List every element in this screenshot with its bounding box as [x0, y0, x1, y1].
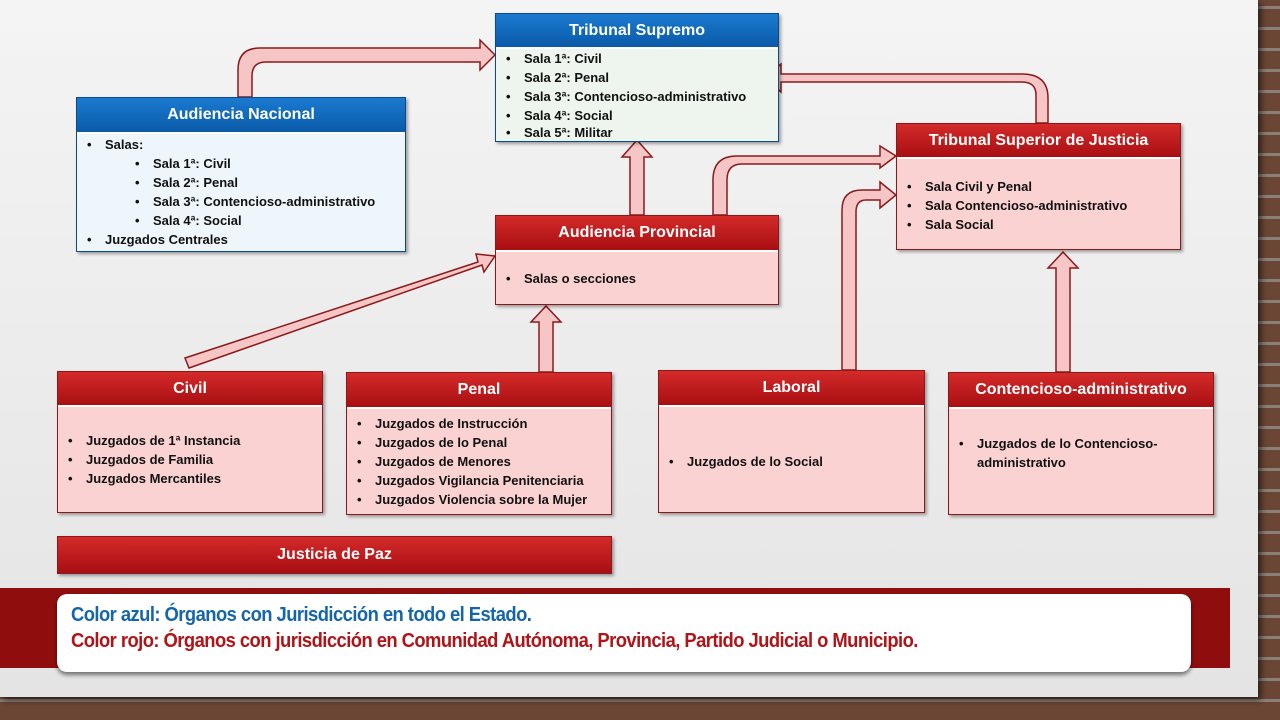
box-title: Contencioso-administrativo — [949, 373, 1213, 409]
list-item: Sala 4ª: Social — [77, 211, 405, 230]
list-item: Juzgados de Menores — [347, 452, 611, 471]
legend: Color azul: Órganos con Jurisdicción en … — [57, 594, 1191, 672]
penal-box: Penal Juzgados de Instrucción Juzgados d… — [346, 372, 612, 515]
box-title: Audiencia Provincial — [496, 216, 778, 252]
list-item: Sala 3ª: Contencioso-administrativo — [496, 87, 778, 106]
arrow-penal-to-ap — [529, 304, 563, 373]
arrow-contencioso-to-tsj — [1046, 250, 1080, 373]
list-item: Sala 4ª: Social — [496, 106, 778, 125]
list-item: Sala 5ª: Militar — [496, 125, 778, 137]
contencioso-box: Contencioso-administrativo Juzgados de l… — [948, 372, 1214, 515]
arrow-civil-to-ap — [184, 253, 497, 369]
audiencia-provincial-box: Audiencia Provincial Salas o secciones — [495, 215, 779, 305]
list-item: Juzgados de 1ª Instancia — [58, 431, 322, 450]
arrow-ap-to-ts — [620, 138, 654, 216]
list-item: Salas o secciones — [496, 269, 778, 288]
arrow-tsj-to-ts — [763, 62, 1049, 124]
legend-red: Color rojo: Órganos con jurisdicción en … — [71, 630, 918, 652]
list-item: Sala 1ª: Civil — [77, 154, 405, 173]
legend-blue: Color azul: Órganos con Jurisdicción en … — [71, 604, 532, 626]
box-title: Penal — [347, 373, 611, 409]
box-title: Civil — [58, 372, 322, 407]
list-item: Juzgados Violencia sobre la Mujer — [347, 490, 611, 509]
list-item: Sala 1ª: Civil — [496, 49, 778, 68]
list-item: Sala Social — [897, 215, 1180, 234]
tribunal-supremo-box: Tribunal Supremo Sala 1ª: Civil Sala 2ª:… — [495, 13, 779, 142]
box-title: Tribunal Superior de Justicia — [897, 124, 1180, 159]
box-title: Laboral — [659, 371, 924, 407]
list-item: Sala 3ª: Contencioso-administrativo — [77, 192, 405, 211]
list-item: Juzgados Mercantiles — [58, 469, 322, 488]
box-title: Audiencia Nacional — [77, 98, 405, 134]
list-item: Sala Contencioso-administrativo — [897, 196, 1180, 215]
list-item: Juzgados de lo Social — [659, 452, 924, 471]
laboral-box: Laboral Juzgados de lo Social — [658, 370, 925, 513]
list-item: Sala 2ª: Penal — [496, 68, 778, 87]
box-title: Tribunal Supremo — [496, 14, 778, 49]
arrow-laboral-to-tsj — [841, 180, 898, 371]
arrow-ap-to-tsj — [712, 144, 898, 216]
audiencia-nacional-box: Audiencia Nacional Salas: Sala 1ª: Civil… — [76, 97, 406, 252]
list-item: Sala 2ª: Penal — [77, 173, 405, 192]
list-item: Juzgados de lo Contencioso-administrativ… — [949, 434, 1193, 472]
justicia-paz-box: Justicia de Paz — [57, 536, 612, 574]
civil-box: Civil Juzgados de 1ª Instancia Juzgados … — [57, 371, 323, 513]
arrow-an-to-ts — [237, 38, 497, 98]
list-item: Salas: — [77, 135, 405, 154]
tsj-box: Tribunal Superior de Justicia Sala Civil… — [896, 123, 1181, 250]
list-item: Juzgados de lo Penal — [347, 433, 611, 452]
list-item: Juzgados Centrales — [77, 230, 405, 249]
list-item: Sala Civil y Penal — [897, 177, 1180, 196]
list-item: Juzgados de Familia — [58, 450, 322, 469]
box-title: Justicia de Paz — [58, 537, 611, 573]
list-item: Juzgados de Instrucción — [347, 414, 611, 433]
list-item: Juzgados Vigilancia Penitenciaria — [347, 471, 611, 490]
